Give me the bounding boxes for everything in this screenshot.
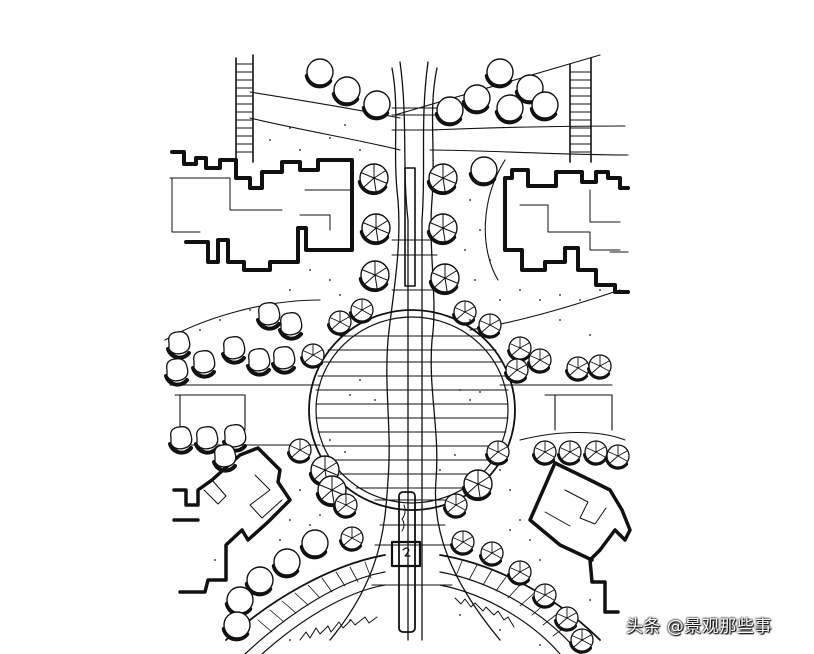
building-left-lower-inner (203, 474, 283, 519)
building-right-upper (503, 168, 630, 294)
trees-midleft-cluster (164, 300, 304, 387)
trees-midright-cluster (565, 353, 613, 382)
trees-top-right (437, 59, 558, 184)
trees-bottom-left-row (224, 530, 328, 639)
building-left-upper (170, 150, 354, 272)
monument-feature (390, 491, 422, 633)
trees-ring-upper-right (452, 299, 553, 384)
building-right-lower (528, 461, 632, 614)
stairs-left (235, 54, 254, 163)
trees-ring-upper-left (300, 297, 375, 369)
trees-top-left (307, 59, 390, 118)
stairs-right (569, 57, 592, 163)
trees-bottom-right-row (507, 559, 595, 654)
building-right-upper-inner (519, 189, 629, 253)
watermark-text: 头条 @景观那些事 (626, 617, 772, 637)
building-left-upper-inner (171, 177, 353, 233)
building-right-lower-inner (544, 489, 607, 527)
trees-avenue-right (429, 164, 459, 293)
water-rill (404, 167, 416, 287)
trees-row-right (532, 439, 631, 470)
axial-walkway (329, 61, 501, 641)
stipple-texture (199, 124, 601, 646)
trees-lower-left-cluster (168, 422, 248, 473)
hedge-arcs (225, 554, 601, 654)
plaza-paving-lines (315, 335, 509, 586)
building-left-lower (172, 446, 292, 594)
trees-ring-lower-left (287, 437, 365, 552)
terrain-lines (164, 54, 629, 446)
circular-plaza (308, 309, 516, 586)
trees-avenue-left (360, 164, 390, 290)
